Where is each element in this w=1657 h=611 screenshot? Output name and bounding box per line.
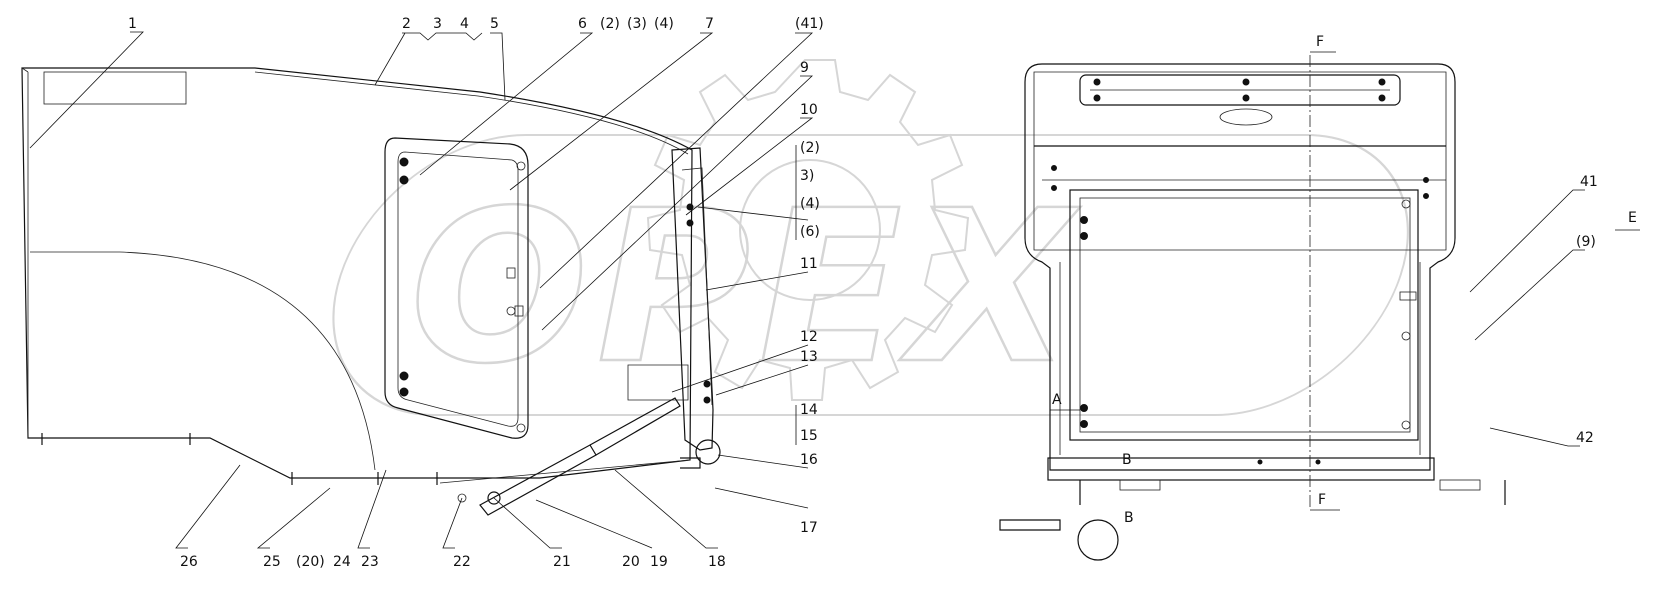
- callout-10: 10: [800, 102, 818, 118]
- watermark-banner: [332, 134, 1409, 416]
- rear-panel-fasteners: [686, 203, 711, 404]
- callout-2: 2: [402, 16, 411, 32]
- callout-26: 26: [180, 554, 198, 570]
- base-mounts: [1079, 459, 1506, 505]
- rear-panel-inner: [681, 167, 713, 406]
- section-f-top: F: [1316, 34, 1324, 50]
- top-vent: [1079, 74, 1401, 106]
- rear-window: [1069, 189, 1419, 441]
- callout-24: 24: [333, 554, 351, 570]
- section-b-top: B: [1122, 452, 1132, 468]
- handle-knob: [1077, 519, 1119, 561]
- callout-21: 21: [553, 554, 571, 570]
- callout-13: 13: [800, 349, 818, 365]
- ground-line: [439, 459, 691, 484]
- base-frame: [1047, 457, 1435, 481]
- label-plate: [43, 71, 187, 105]
- callout-6-2: (2): [600, 16, 620, 32]
- shell-corner: [21, 67, 29, 73]
- callout-1: 1: [128, 16, 137, 32]
- vent-bolts: [1093, 78, 1386, 102]
- rear-window-fasteners: [1051, 165, 1429, 430]
- callout-22: 22: [453, 554, 471, 570]
- hinge-bracket-17: [680, 457, 701, 469]
- callout-7: 7: [705, 16, 714, 32]
- leader-lines: [29, 31, 1585, 549]
- callout-5: 5: [490, 16, 499, 32]
- section-e: E: [1628, 210, 1637, 226]
- brace-2-4: [402, 32, 483, 41]
- watermark-gear-hole: [739, 159, 881, 301]
- callout-r42: 42: [1576, 430, 1594, 446]
- watermark-text: OPEX: [410, 165, 1081, 410]
- callout-17: 17: [800, 520, 818, 536]
- callout-6-4: (4): [654, 16, 674, 32]
- callout-s4: (4): [800, 196, 820, 212]
- rear-shell: [1024, 63, 1456, 471]
- bottom-mounts: [41, 433, 438, 485]
- gas-strut-18: [479, 444, 597, 516]
- shell-top-inner: [254, 71, 689, 155]
- callout-3: 3: [433, 16, 442, 32]
- rear-shell-inner: [1033, 71, 1447, 251]
- watermark: OPEX: [332, 59, 1409, 416]
- callout-11: 11: [800, 256, 818, 272]
- vent-grille: [1219, 108, 1273, 126]
- callout-12: 12: [800, 329, 818, 345]
- callout-s6: (6): [800, 224, 820, 240]
- callout-14: 14: [800, 402, 818, 418]
- wheel-arch: [30, 251, 376, 471]
- callout-r9: (9): [1576, 234, 1596, 250]
- bracket-12: [627, 364, 689, 401]
- callout-4: 4: [460, 16, 469, 32]
- callout-18: 18: [708, 554, 726, 570]
- strut-pivot-21: [487, 491, 501, 505]
- strut-rod: [589, 397, 681, 456]
- callout-25: 25: [263, 554, 281, 570]
- callout-s3: 3): [800, 168, 814, 184]
- callout-6: 6: [578, 16, 587, 32]
- callout-41: (41): [795, 16, 824, 32]
- rear-panel: [671, 147, 714, 451]
- section-b-bottom: B: [1124, 510, 1134, 526]
- callout-15: 15: [800, 428, 818, 444]
- section-marks: F F E A B B: [1052, 34, 1637, 526]
- callout-6-3: (3): [627, 16, 647, 32]
- side-window-frame: [384, 137, 529, 439]
- callout-s2: (2): [800, 140, 820, 156]
- callout-19: 19: [650, 554, 668, 570]
- callouts: 1 2 3 4 5 6 (2) (3) (4) 7 (41) 9 10 (2) …: [128, 16, 1598, 570]
- callout-9: 9: [800, 60, 809, 76]
- callout-r41: 41: [1580, 174, 1598, 190]
- handle: [999, 519, 1061, 531]
- side-view: [21, 67, 721, 516]
- section-f-bottom: F: [1318, 492, 1326, 508]
- window-fasteners: [399, 157, 526, 433]
- callout-20-paren: (20): [296, 554, 325, 570]
- rear-view: [999, 51, 1640, 561]
- rear-window-glass: [1079, 197, 1411, 433]
- callout-20: 20: [622, 554, 640, 570]
- hood-shell: [21, 67, 693, 479]
- side-pillars: [1059, 262, 1421, 455]
- strut-end-22: [457, 493, 467, 503]
- section-a: A: [1052, 392, 1062, 408]
- callout-23: 23: [361, 554, 379, 570]
- callout-16: 16: [800, 452, 818, 468]
- hinge-16: [695, 439, 721, 465]
